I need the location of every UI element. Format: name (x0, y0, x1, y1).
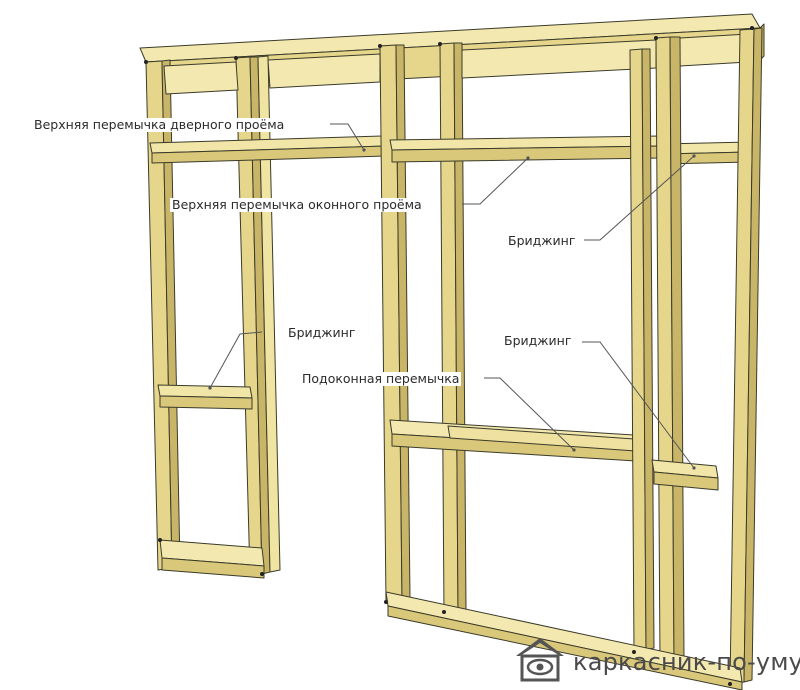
leader-door-header (330, 123, 365, 151)
label-window-header: Верхняя перемычка оконного проёма (170, 197, 424, 212)
door-king-stud (257, 55, 281, 573)
window-header (389, 135, 663, 163)
door-bridging (157, 384, 253, 410)
leader-right-bridging (582, 341, 695, 469)
leader-left-bridging (209, 331, 263, 389)
window-jack-stud-right (629, 48, 655, 653)
left-end-stud (145, 59, 181, 571)
window-king-stud-left (379, 44, 411, 603)
leader-upper-bridging (584, 155, 695, 241)
header-cripple-blocks (163, 33, 749, 95)
door-header (149, 135, 389, 164)
label-upper-right-bridging: Бриджинг (506, 233, 578, 248)
window-king-stud-right (655, 36, 685, 663)
sill-header (389, 419, 653, 463)
house-eye-logo-icon (516, 638, 564, 682)
right-end-stud (729, 27, 763, 685)
label-sill-header: Подоконная перемычка (300, 371, 462, 386)
label-left-bridging: Бриджинг (286, 325, 358, 340)
label-right-bridging: Бриджинг (502, 333, 574, 348)
right-bridging (651, 459, 719, 491)
window-jack-stud-left (439, 42, 467, 615)
upper-right-bridging (661, 141, 751, 165)
leader-lines (209, 123, 695, 469)
label-door-header: Верхняя перемычка дверного проёма (32, 117, 287, 132)
bottom-plate-left (159, 539, 265, 579)
joint-markers (144, 26, 754, 686)
watermark-text: каркасник-по-уму.рф (573, 648, 800, 676)
leader-sill-header (484, 377, 575, 451)
leader-window-header (462, 157, 529, 205)
